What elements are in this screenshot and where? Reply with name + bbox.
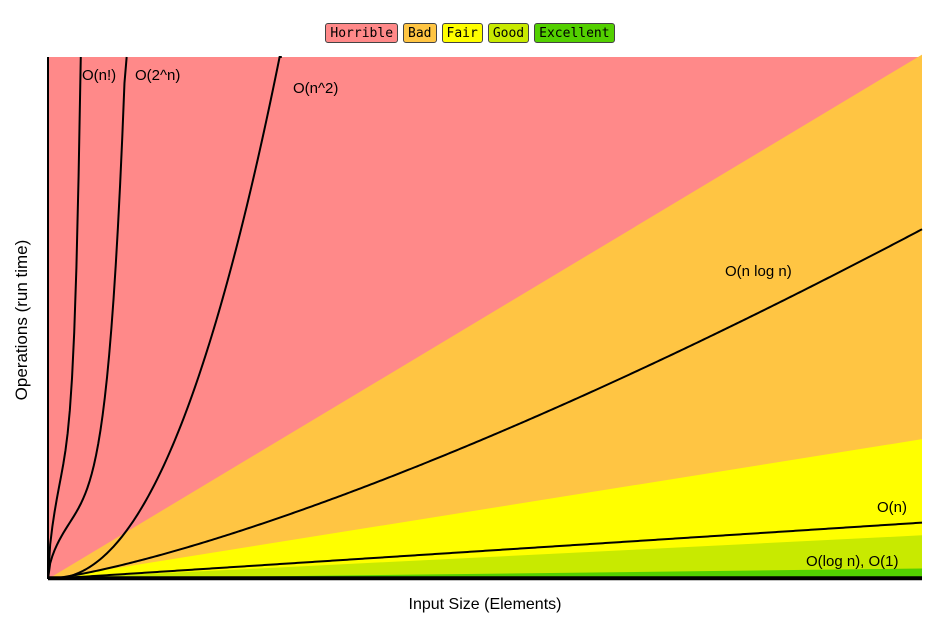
curve-label-o-log-n-o-1: O(log n), O(1)	[806, 553, 899, 570]
y-axis-label: Operations (run time)	[12, 239, 31, 401]
curve-label-o-n-log-n: O(n log n)	[725, 263, 792, 280]
curve-o-n	[47, 521, 923, 580]
legend-item-good: Good	[487, 23, 530, 43]
legend-item-bad: Bad	[403, 23, 437, 43]
region-good	[48, 535, 922, 579]
curve-o-n-log-n	[47, 228, 923, 580]
curve-label-o-n-2: O(n^2)	[293, 80, 338, 97]
region-bad	[48, 54, 922, 580]
legend-item-fair: Fair	[441, 23, 483, 43]
curve-label-o-n: O(n!)	[82, 67, 116, 84]
curve-label-o-n: O(n)	[877, 499, 907, 516]
legend: Horrible Bad Fair Good Excellent	[0, 23, 940, 49]
curve-o-2-n	[47, 56, 128, 580]
x-axis-label: Input Size (Elements)	[408, 596, 562, 613]
curve-o-n-2	[47, 56, 282, 580]
legend-item-excellent: Excellent	[534, 23, 615, 43]
legend-item-horrible: Horrible	[325, 23, 399, 43]
curve-o-n	[47, 56, 82, 580]
region-fair	[48, 439, 922, 579]
curve-label-o-2-n: O(2^n)	[135, 67, 180, 84]
